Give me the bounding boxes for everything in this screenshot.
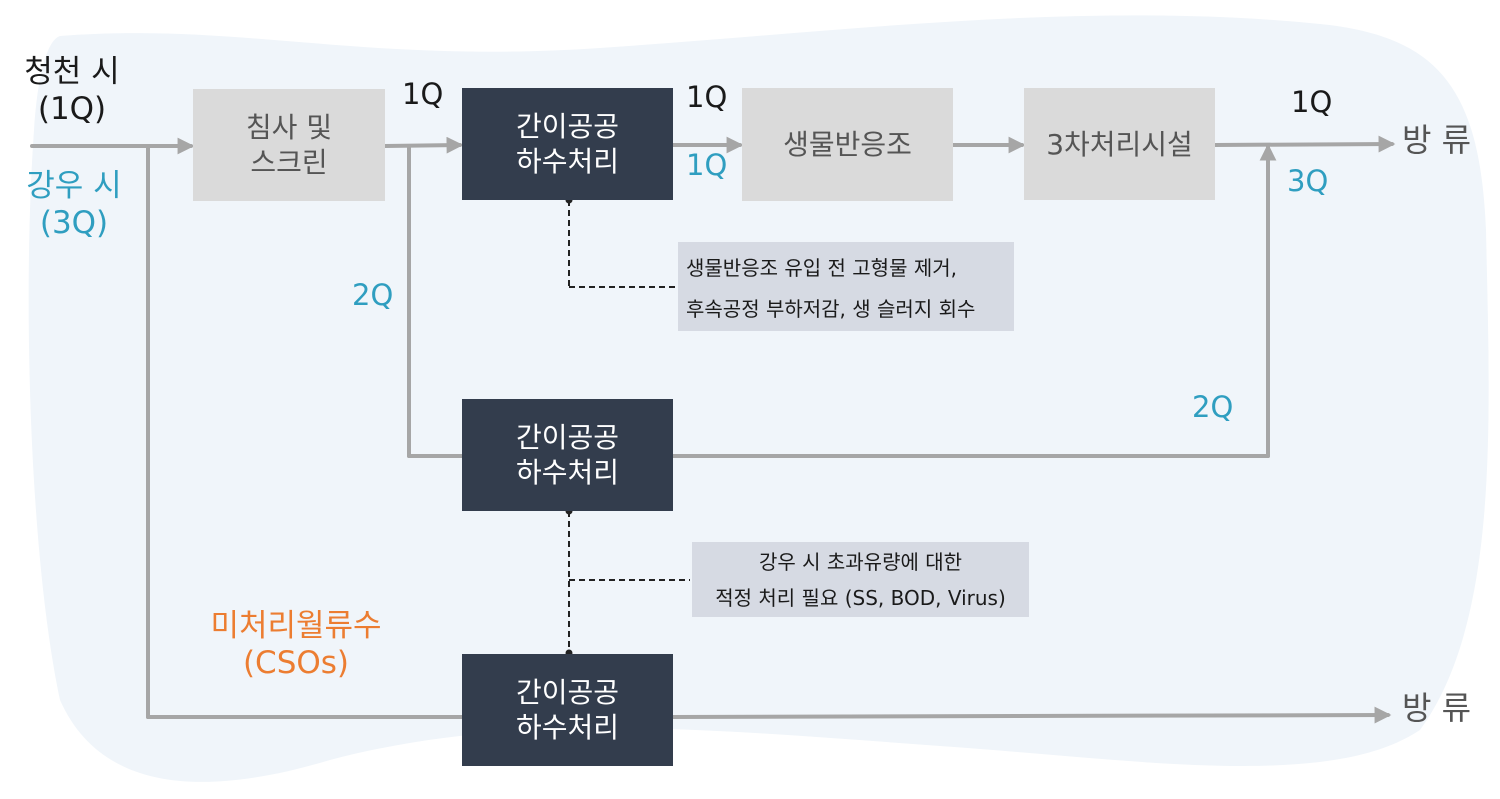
- discharge-label-top: 방 류: [1402, 121, 1472, 159]
- note-box-2: 강우 시 초과유량에 대한 적정 처리 필요 (SS, BOD, Virus): [692, 542, 1029, 617]
- tertiary-treatment-box: 3차처리시설: [1024, 88, 1215, 200]
- note-box-1: 생물반응조 유입 전 고형물 제거, 후속공정 부하저감, 생 슬러지 회수: [678, 242, 1014, 331]
- cso-label: 미처리월류수 (CSOs): [210, 608, 382, 681]
- bottom-outlet-arrow: [670, 706, 1392, 724]
- flow-label-after-screening: 1Q: [402, 77, 444, 111]
- flow-label-outlet-dry: 1Q: [1291, 85, 1333, 119]
- discharge-label-bottom: 방 류: [1402, 689, 1472, 727]
- dry-weather-label: 청천 시 (1Q): [24, 54, 120, 127]
- flow-label-bypass: 2Q: [352, 278, 394, 312]
- wet-weather-label: 강우 시 (3Q): [26, 168, 122, 241]
- outlet-arrow: [1213, 135, 1396, 153]
- flow-label-return: 2Q: [1192, 390, 1234, 424]
- flow-label-bioreactor-wet: 1Q: [686, 148, 728, 182]
- bioreactor-box: 생물반응조: [742, 88, 953, 201]
- screen-to-treatment-arrow: [383, 136, 464, 154]
- flow-label-outlet-wet: 3Q: [1287, 164, 1329, 198]
- flow-label-bioreactor-dry: 1Q: [686, 80, 728, 114]
